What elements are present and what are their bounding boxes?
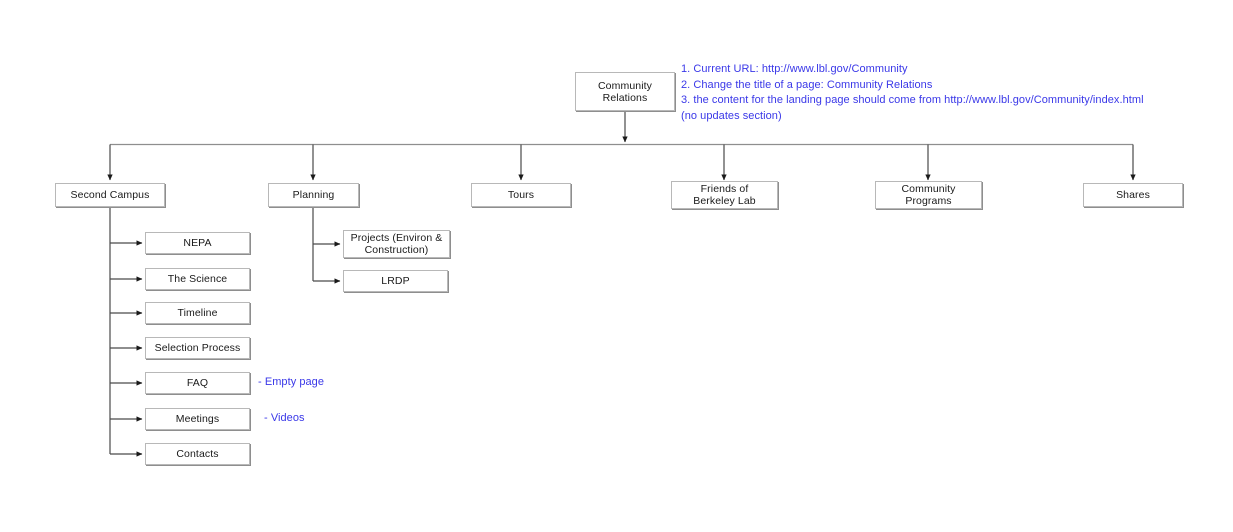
node-lrdp[interactable]: LRDP (343, 270, 448, 292)
node-label: NEPA (183, 237, 212, 249)
node-label: Projects (Environ & Construction) (350, 232, 443, 256)
node-the-science[interactable]: The Science (145, 268, 250, 290)
node-contacts[interactable]: Contacts (145, 443, 250, 465)
annotation-meetings: - Videos (264, 412, 305, 424)
node-faq[interactable]: FAQ (145, 372, 250, 394)
node-community-programs[interactable]: Community Programs (875, 181, 982, 209)
node-tours[interactable]: Tours (471, 183, 571, 207)
node-label: Selection Process (154, 342, 241, 354)
node-label: Timeline (177, 307, 218, 319)
node-second-campus[interactable]: Second Campus (55, 183, 165, 207)
node-label: FAQ (186, 377, 209, 389)
node-community-relations[interactable]: Community Relations (575, 72, 675, 111)
node-label: Tours (507, 189, 535, 201)
node-label: Meetings (175, 413, 220, 425)
node-label: Friends of Berkeley Lab (693, 183, 756, 207)
node-timeline[interactable]: Timeline (145, 302, 250, 324)
node-label: Contacts (176, 448, 219, 460)
node-meetings[interactable]: Meetings (145, 408, 250, 430)
node-friends-of-berkeley-lab[interactable]: Friends of Berkeley Lab (671, 181, 778, 209)
annotation-faq: - Empty page (258, 376, 325, 388)
node-label: LRDP (381, 275, 410, 287)
node-label: Community Programs (901, 183, 956, 207)
node-label: The Science (167, 273, 228, 285)
node-planning[interactable]: Planning (268, 183, 359, 207)
node-label: Shares (1116, 189, 1150, 201)
node-projects-environ-construction[interactable]: Projects (Environ & Construction) (343, 230, 450, 258)
node-nepa[interactable]: NEPA (145, 232, 250, 254)
node-label: Second Campus (70, 189, 150, 201)
node-shares[interactable]: Shares (1083, 183, 1183, 207)
node-label: Planning (292, 189, 335, 201)
node-label: Community Relations (598, 79, 652, 104)
root-annotation-text: 1. Current URL: http://www.lbl.gov/Commu… (681, 63, 1144, 122)
node-selection-process[interactable]: Selection Process (145, 337, 250, 359)
